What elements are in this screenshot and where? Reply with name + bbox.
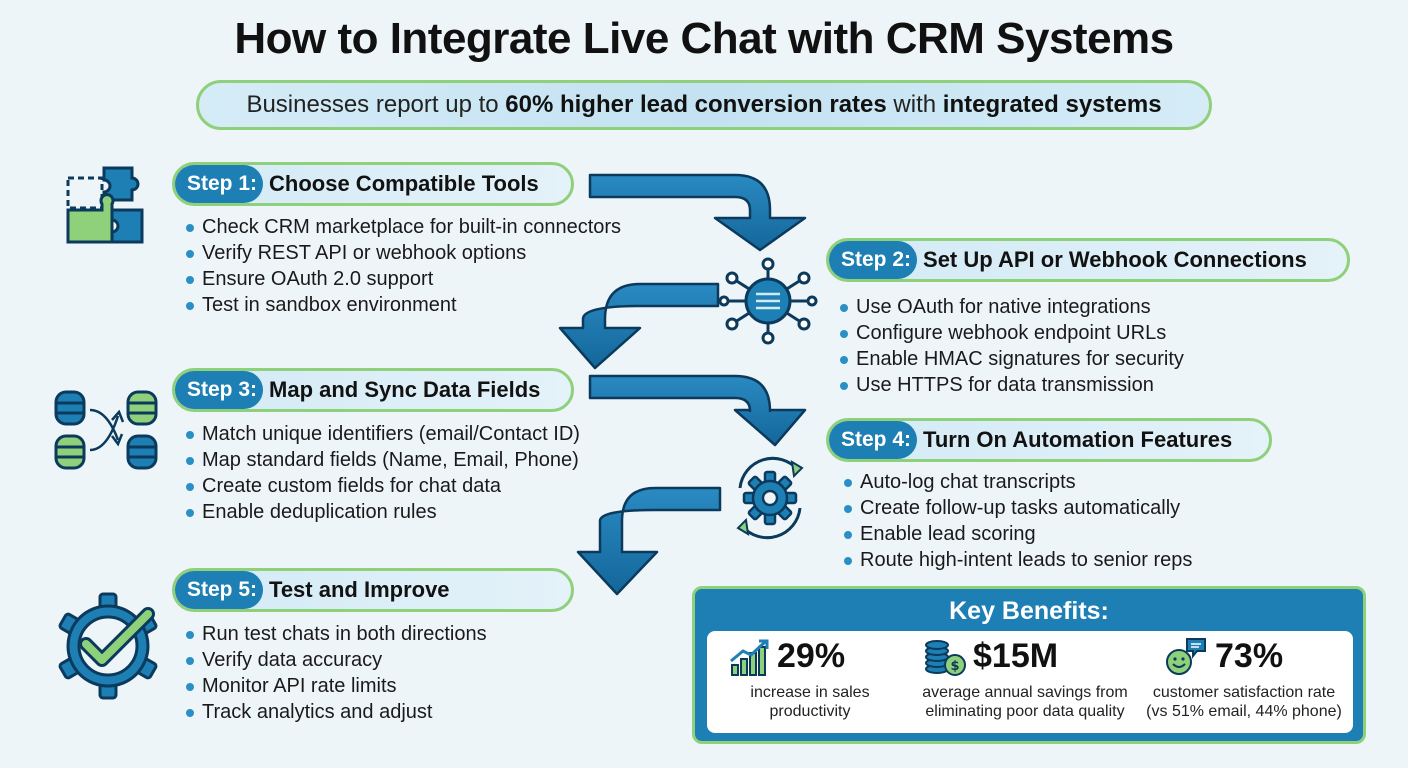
step-5-number: Step 5:: [175, 571, 264, 609]
list-item: Verify REST API or webhook options: [184, 240, 621, 266]
list-item: Ensure OAuth 2.0 support: [184, 266, 621, 292]
benefit-satisfaction-desc-line-1: customer satisfaction rate: [1152, 684, 1336, 701]
puzzle-icon: [64, 158, 164, 248]
subtitle-emphasis-2: integrated systems: [942, 91, 1162, 118]
benefit-productivity-desc-line-1: increase in sales: [750, 684, 870, 701]
list-item: Track analytics and adjust: [184, 699, 487, 725]
benefit-productivity-desc-line-2: productivity: [769, 703, 851, 720]
smiley-chat-icon: [1165, 635, 1209, 677]
step-3-number: Step 3:: [175, 371, 264, 409]
benefit-savings-desc-line-2: eliminating poor data quality: [925, 703, 1125, 720]
step-4-header: Step 4: Turn On Automation Features: [826, 418, 1272, 462]
list-item: Create custom fields for chat data: [184, 473, 580, 499]
arrow-step4-to-step5: [576, 486, 722, 596]
benefit-savings-desc-line-1: average annual savings from: [922, 684, 1128, 701]
list-item: Run test chats in both directions: [184, 621, 487, 647]
benefit-savings-description: average annual savings from eliminating …: [907, 683, 1143, 721]
list-item: Enable lead scoring: [842, 521, 1192, 547]
step-4-title: Turn On Automation Features: [923, 427, 1233, 452]
list-item: Check CRM marketplace for built-in conne…: [184, 214, 621, 240]
step-4-number: Step 4:: [829, 421, 918, 459]
step-2-header: Step 2: Set Up API or Webhook Connection…: [826, 238, 1350, 282]
step-2-bullets: Use OAuth for native integrations Config…: [838, 294, 1184, 398]
growth-chart-icon: [729, 639, 771, 677]
step-5-title: Test and Improve: [269, 577, 450, 602]
list-item: Create follow-up tasks automatically: [842, 495, 1192, 521]
step-1-number: Step 1:: [175, 165, 264, 203]
list-item: Match unique identifiers (email/Contact …: [184, 421, 580, 447]
network-hub-icon: [718, 256, 818, 346]
step-1-header: Step 1: Choose Compatible Tools: [172, 162, 574, 206]
step-2-title: Set Up API or Webhook Connections: [923, 247, 1307, 272]
subtitle-emphasis: 60% higher lead conversion rates: [505, 91, 887, 118]
benefit-satisfaction-desc-line-2: (vs 51% email, 44% phone): [1146, 703, 1342, 720]
list-item: Route high-intent leads to senior reps: [842, 547, 1192, 573]
step-3-title: Map and Sync Data Fields: [269, 377, 541, 402]
step-5-bullets: Run test chats in both directions Verify…: [184, 621, 487, 725]
benefit-productivity-description: increase in sales productivity: [707, 683, 913, 721]
benefit-savings: $ $15M average annual savings from elimi…: [907, 631, 1143, 733]
benefit-productivity-value: 29%: [777, 637, 846, 675]
key-benefits-content: 29% increase in sales productivity: [707, 631, 1353, 733]
list-item: Use HTTPS for data transmission: [838, 372, 1184, 398]
database-sync-icon: [52, 388, 162, 478]
checkmark-gear-icon: [52, 590, 164, 702]
step-2-number: Step 2:: [829, 241, 918, 279]
list-item: Verify data accuracy: [184, 647, 487, 673]
benefit-satisfaction-description: customer satisfaction rate (vs 51% email…: [1135, 683, 1353, 721]
subtitle-prefix: Businesses report up to: [246, 91, 499, 118]
list-item: Auto-log chat transcripts: [842, 469, 1192, 495]
step-3-bullets: Match unique identifiers (email/Contact …: [184, 421, 580, 525]
step-4-bullets: Auto-log chat transcripts Create follow-…: [842, 469, 1192, 573]
arrow-step3-to-step4: [588, 374, 807, 447]
benefit-savings-value: $15M: [973, 637, 1059, 675]
step-3-header: Step 3: Map and Sync Data Fields: [172, 368, 574, 412]
list-item: Monitor API rate limits: [184, 673, 487, 699]
list-item: Use OAuth for native integrations: [838, 294, 1184, 320]
step-1-bullets: Check CRM marketplace for built-in conne…: [184, 214, 621, 318]
step-5-header: Step 5: Test and Improve: [172, 568, 574, 612]
svg-text:$: $: [950, 659, 959, 674]
key-benefits-panel: Key Benefits: 29% increase in sales: [692, 586, 1366, 744]
list-item: Map standard fields (Name, Email, Phone): [184, 447, 580, 473]
subtitle-banner: Businesses report up to 60% higher lead …: [196, 80, 1212, 130]
list-item: Configure webhook endpoint URLs: [838, 320, 1184, 346]
arrow-step2-to-step3: [558, 282, 720, 370]
list-item: Enable deduplication rules: [184, 499, 580, 525]
gear-cycle-icon: [720, 448, 820, 548]
benefit-satisfaction-value: 73%: [1215, 637, 1284, 675]
list-item: Enable HMAC signatures for security: [838, 346, 1184, 372]
page-title: How to Integrate Live Chat with CRM Syst…: [234, 14, 1174, 63]
list-item: Test in sandbox environment: [184, 292, 621, 318]
benefit-satisfaction: 73% customer satisfaction rate (vs 51% e…: [1135, 631, 1353, 733]
arrow-step1-to-step2: [588, 173, 807, 252]
subtitle-middle: with: [893, 91, 937, 118]
money-stack-icon: $: [923, 637, 967, 677]
benefit-productivity: 29% increase in sales productivity: [707, 631, 913, 733]
key-benefits-title: Key Benefits:: [949, 597, 1109, 625]
step-1-title: Choose Compatible Tools: [269, 171, 539, 196]
